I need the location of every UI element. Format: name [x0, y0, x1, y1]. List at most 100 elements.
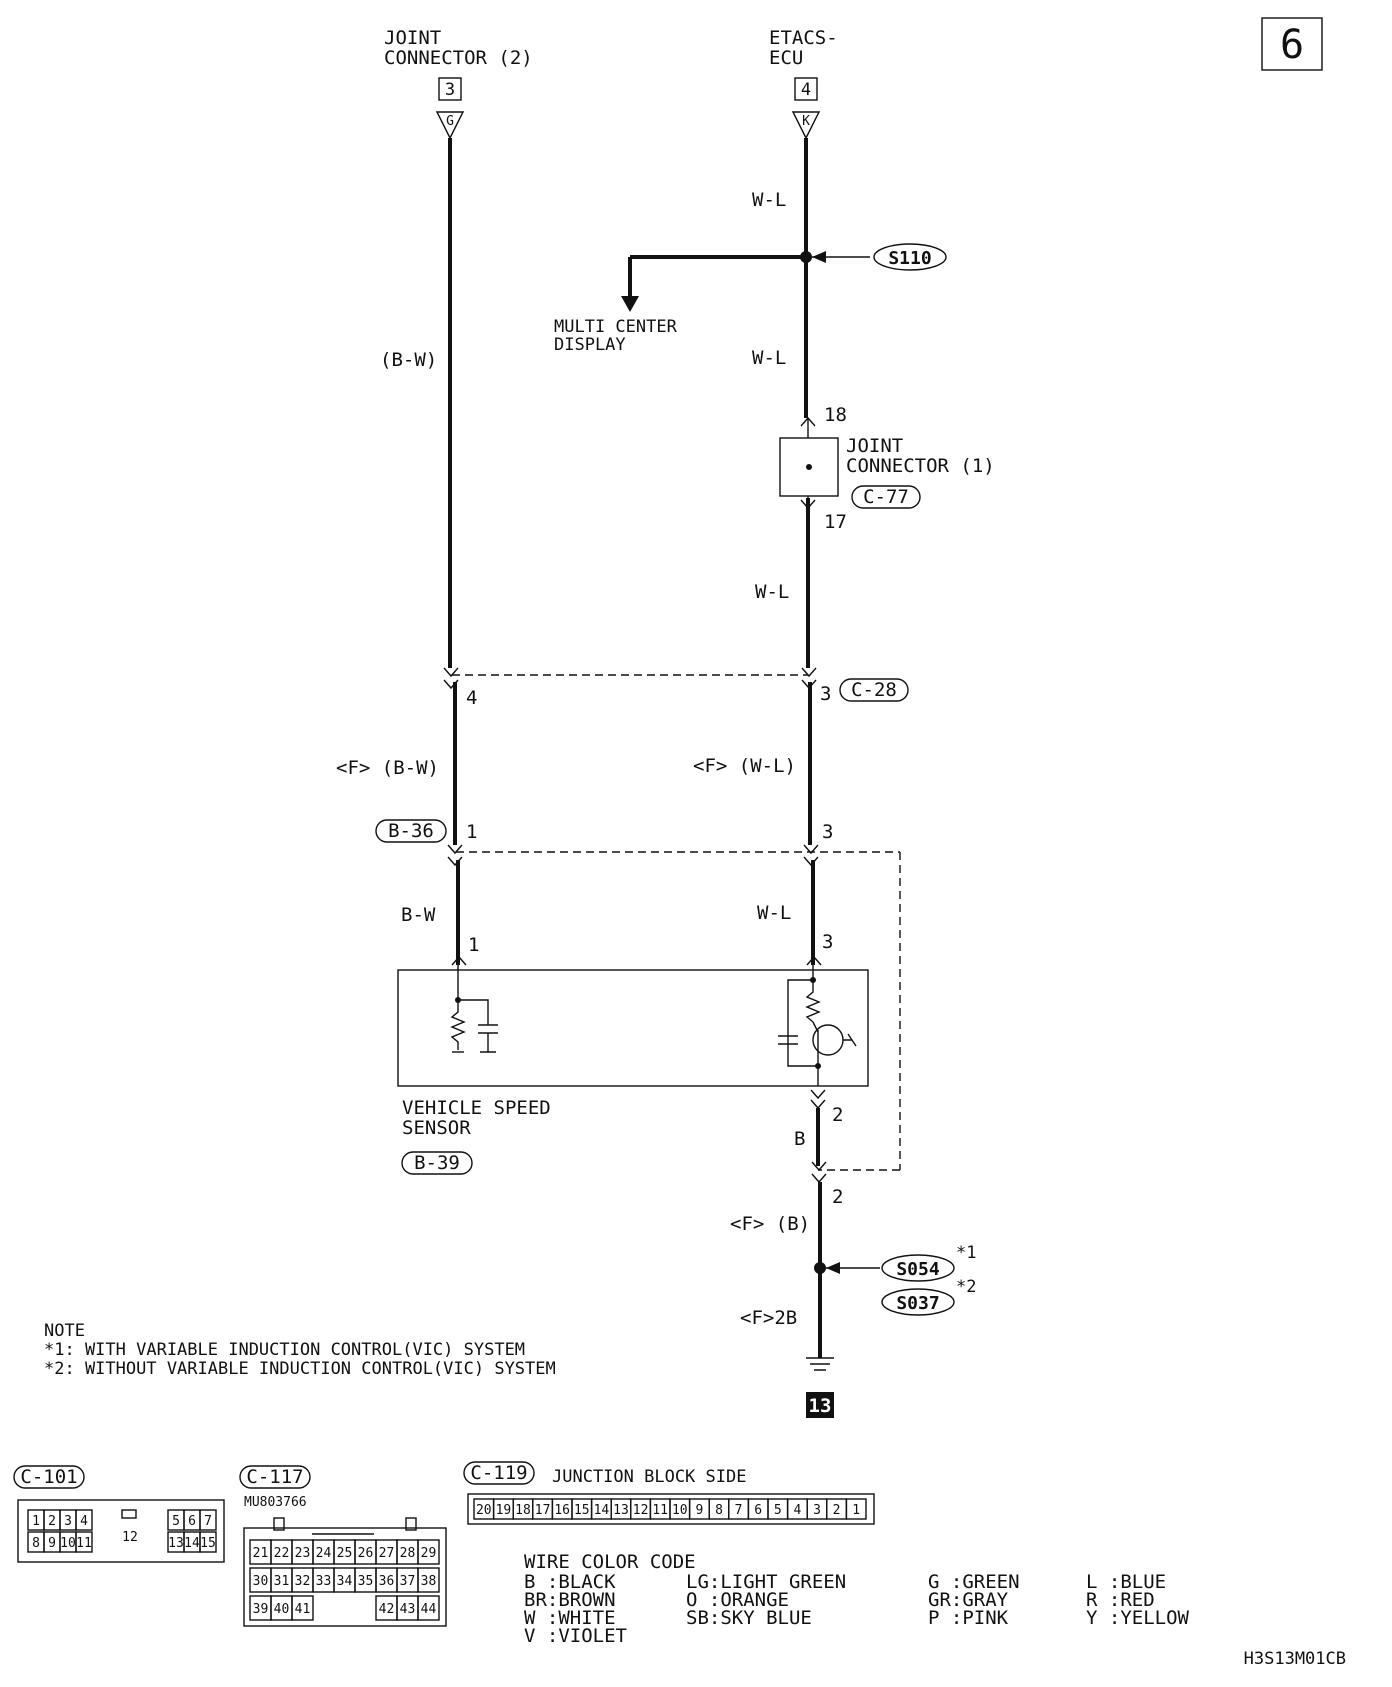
b36-ref-box: [375, 819, 447, 843]
jc1-label-1: JOINT: [846, 435, 903, 457]
c117-pin-38: 38: [421, 1574, 437, 1589]
joint-connector-2-ref: 3: [445, 80, 455, 100]
c117-key-left: [273, 1517, 285, 1531]
c119-pin-11: 11: [652, 1503, 668, 1518]
c101-pin-11-cell: [75, 1531, 93, 1553]
c119-pin-9: 9: [695, 1503, 703, 1518]
splice-s037-mark: *2: [956, 1277, 976, 1297]
vss-pin-right: 3: [822, 931, 833, 953]
etacs-ecu-pin-shape: [791, 111, 821, 140]
c101-pin-4-cell: [75, 1509, 93, 1531]
c117-pin-29-cell: [417, 1539, 440, 1565]
vss-out-arrows: [810, 1089, 826, 1110]
c117-pin-39: 39: [253, 1602, 269, 1617]
c119-caption: JUNCTION BLOCK SIDE: [552, 1467, 746, 1487]
vss-left-in-arrow: [451, 955, 467, 966]
vss-left-resistor: [450, 1000, 466, 1050]
ground-wire-b-label: B: [794, 1128, 805, 1150]
c28-right-arrows: [801, 667, 817, 690]
c101-pin-9: 9: [48, 1536, 56, 1551]
color-code-entry: O :ORANGE: [686, 1589, 789, 1611]
vss-pin-left: 1: [468, 934, 479, 956]
c28-left-arrows: [443, 667, 459, 690]
ground-point-box: [806, 1392, 834, 1418]
ground-pin-out2: 2: [832, 1186, 843, 1208]
c101-pin-3: 3: [64, 1514, 72, 1529]
c101-pin-8: 8: [32, 1536, 40, 1551]
color-code-entry: V :VIOLET: [524, 1625, 627, 1647]
jc1-ref: C-77: [863, 486, 909, 508]
c117-ref-box: [239, 1465, 311, 1489]
c101-pin-14: 14: [184, 1536, 200, 1551]
c101-pin-10: 10: [60, 1536, 76, 1551]
c119-pin-5: 5: [774, 1503, 782, 1518]
color-code-entry: W :WHITE: [524, 1607, 616, 1629]
c101-pin-11: 11: [76, 1536, 92, 1551]
c119-pin-3: 3: [813, 1503, 821, 1518]
c119-pin-7: 7: [735, 1503, 743, 1518]
c119-pin-1-cell: [845, 1498, 867, 1520]
vss-left-cap-lead: [458, 999, 489, 1025]
b36-right-arrows: [803, 844, 819, 867]
vss-label-1: VEHICLE SPEED: [402, 1097, 551, 1119]
c119-pin-6: 6: [754, 1503, 762, 1518]
jc1-pin-in: 18: [824, 404, 847, 426]
color-code-entry: B :BLACK: [524, 1571, 616, 1593]
etacs-ecu-ref: 4: [801, 80, 811, 100]
multi-center-label-2: DISPLAY: [554, 335, 626, 355]
c117-key-right: [405, 1517, 417, 1531]
right-wire-top-label: W-L: [752, 189, 786, 211]
vss-ref-box: [401, 1151, 473, 1175]
note-title: NOTE: [44, 1321, 85, 1341]
c119-pin-4: 4: [793, 1503, 801, 1518]
c117-pin-25: 25: [337, 1546, 353, 1561]
joint-connector-2-pin-shape: [435, 111, 465, 140]
c117-pin-31: 31: [274, 1574, 290, 1589]
vehicle-speed-sensor-box: [397, 969, 869, 1087]
joint-connector-2-label-1: JOINT: [384, 27, 441, 49]
color-code-entry: G :GREEN: [928, 1571, 1020, 1593]
c117-pin-30: 30: [253, 1574, 269, 1589]
c117-part-number: MU803766: [244, 1495, 307, 1510]
page-number-box: [1261, 17, 1323, 71]
jc1-ref-box: [851, 485, 921, 509]
joint-connector-2-ref-box: [438, 77, 462, 101]
etacs-ecu-label-1: ETACS-: [769, 27, 838, 49]
splice-s037-label: S037: [896, 1293, 939, 1314]
c117-pin-42: 42: [379, 1602, 395, 1617]
c101-pin-6: 6: [188, 1514, 196, 1529]
right-wire-f-label: <F> (W-L): [693, 755, 796, 777]
c101-center-pin: 12: [122, 1530, 138, 1545]
color-code-entry: BR:BROWN: [524, 1589, 616, 1611]
ground-conn-arrows: [811, 1161, 827, 1184]
c101-pin-2: 2: [48, 1514, 56, 1529]
vss-right-capacitor: [778, 1035, 798, 1045]
vss-right-in-arrow: [806, 955, 822, 966]
c117-pin-24: 24: [316, 1546, 332, 1561]
splice-s110-badge: [873, 243, 947, 271]
c117-pin-44-cell: [417, 1595, 440, 1621]
c101-pin-13: 13: [168, 1536, 184, 1551]
joint-connector-2-pin: G: [446, 114, 454, 129]
c117-pin-41-cell: [291, 1595, 314, 1621]
splice-s054-mark: *1: [956, 1243, 976, 1263]
c117-outline: [243, 1527, 447, 1627]
splice-s054-label: S054: [896, 1259, 940, 1280]
c119-pin-12: 12: [633, 1503, 649, 1518]
c117-pin-26: 26: [358, 1546, 374, 1561]
c117-pin-22: 22: [274, 1546, 290, 1561]
color-code-entry: LG:LIGHT GREEN: [686, 1571, 846, 1593]
vss-right-loop: [787, 979, 818, 1067]
color-code-entry: P :PINK: [928, 1607, 1009, 1629]
c101-ref-box: [13, 1465, 85, 1489]
ground-wire-fb-label: <F> (B): [730, 1213, 810, 1235]
right-wire-bottom-label: W-L: [757, 902, 791, 924]
right-wire-upper2-label: W-L: [752, 347, 786, 369]
vss-ref: B-39: [414, 1152, 460, 1174]
